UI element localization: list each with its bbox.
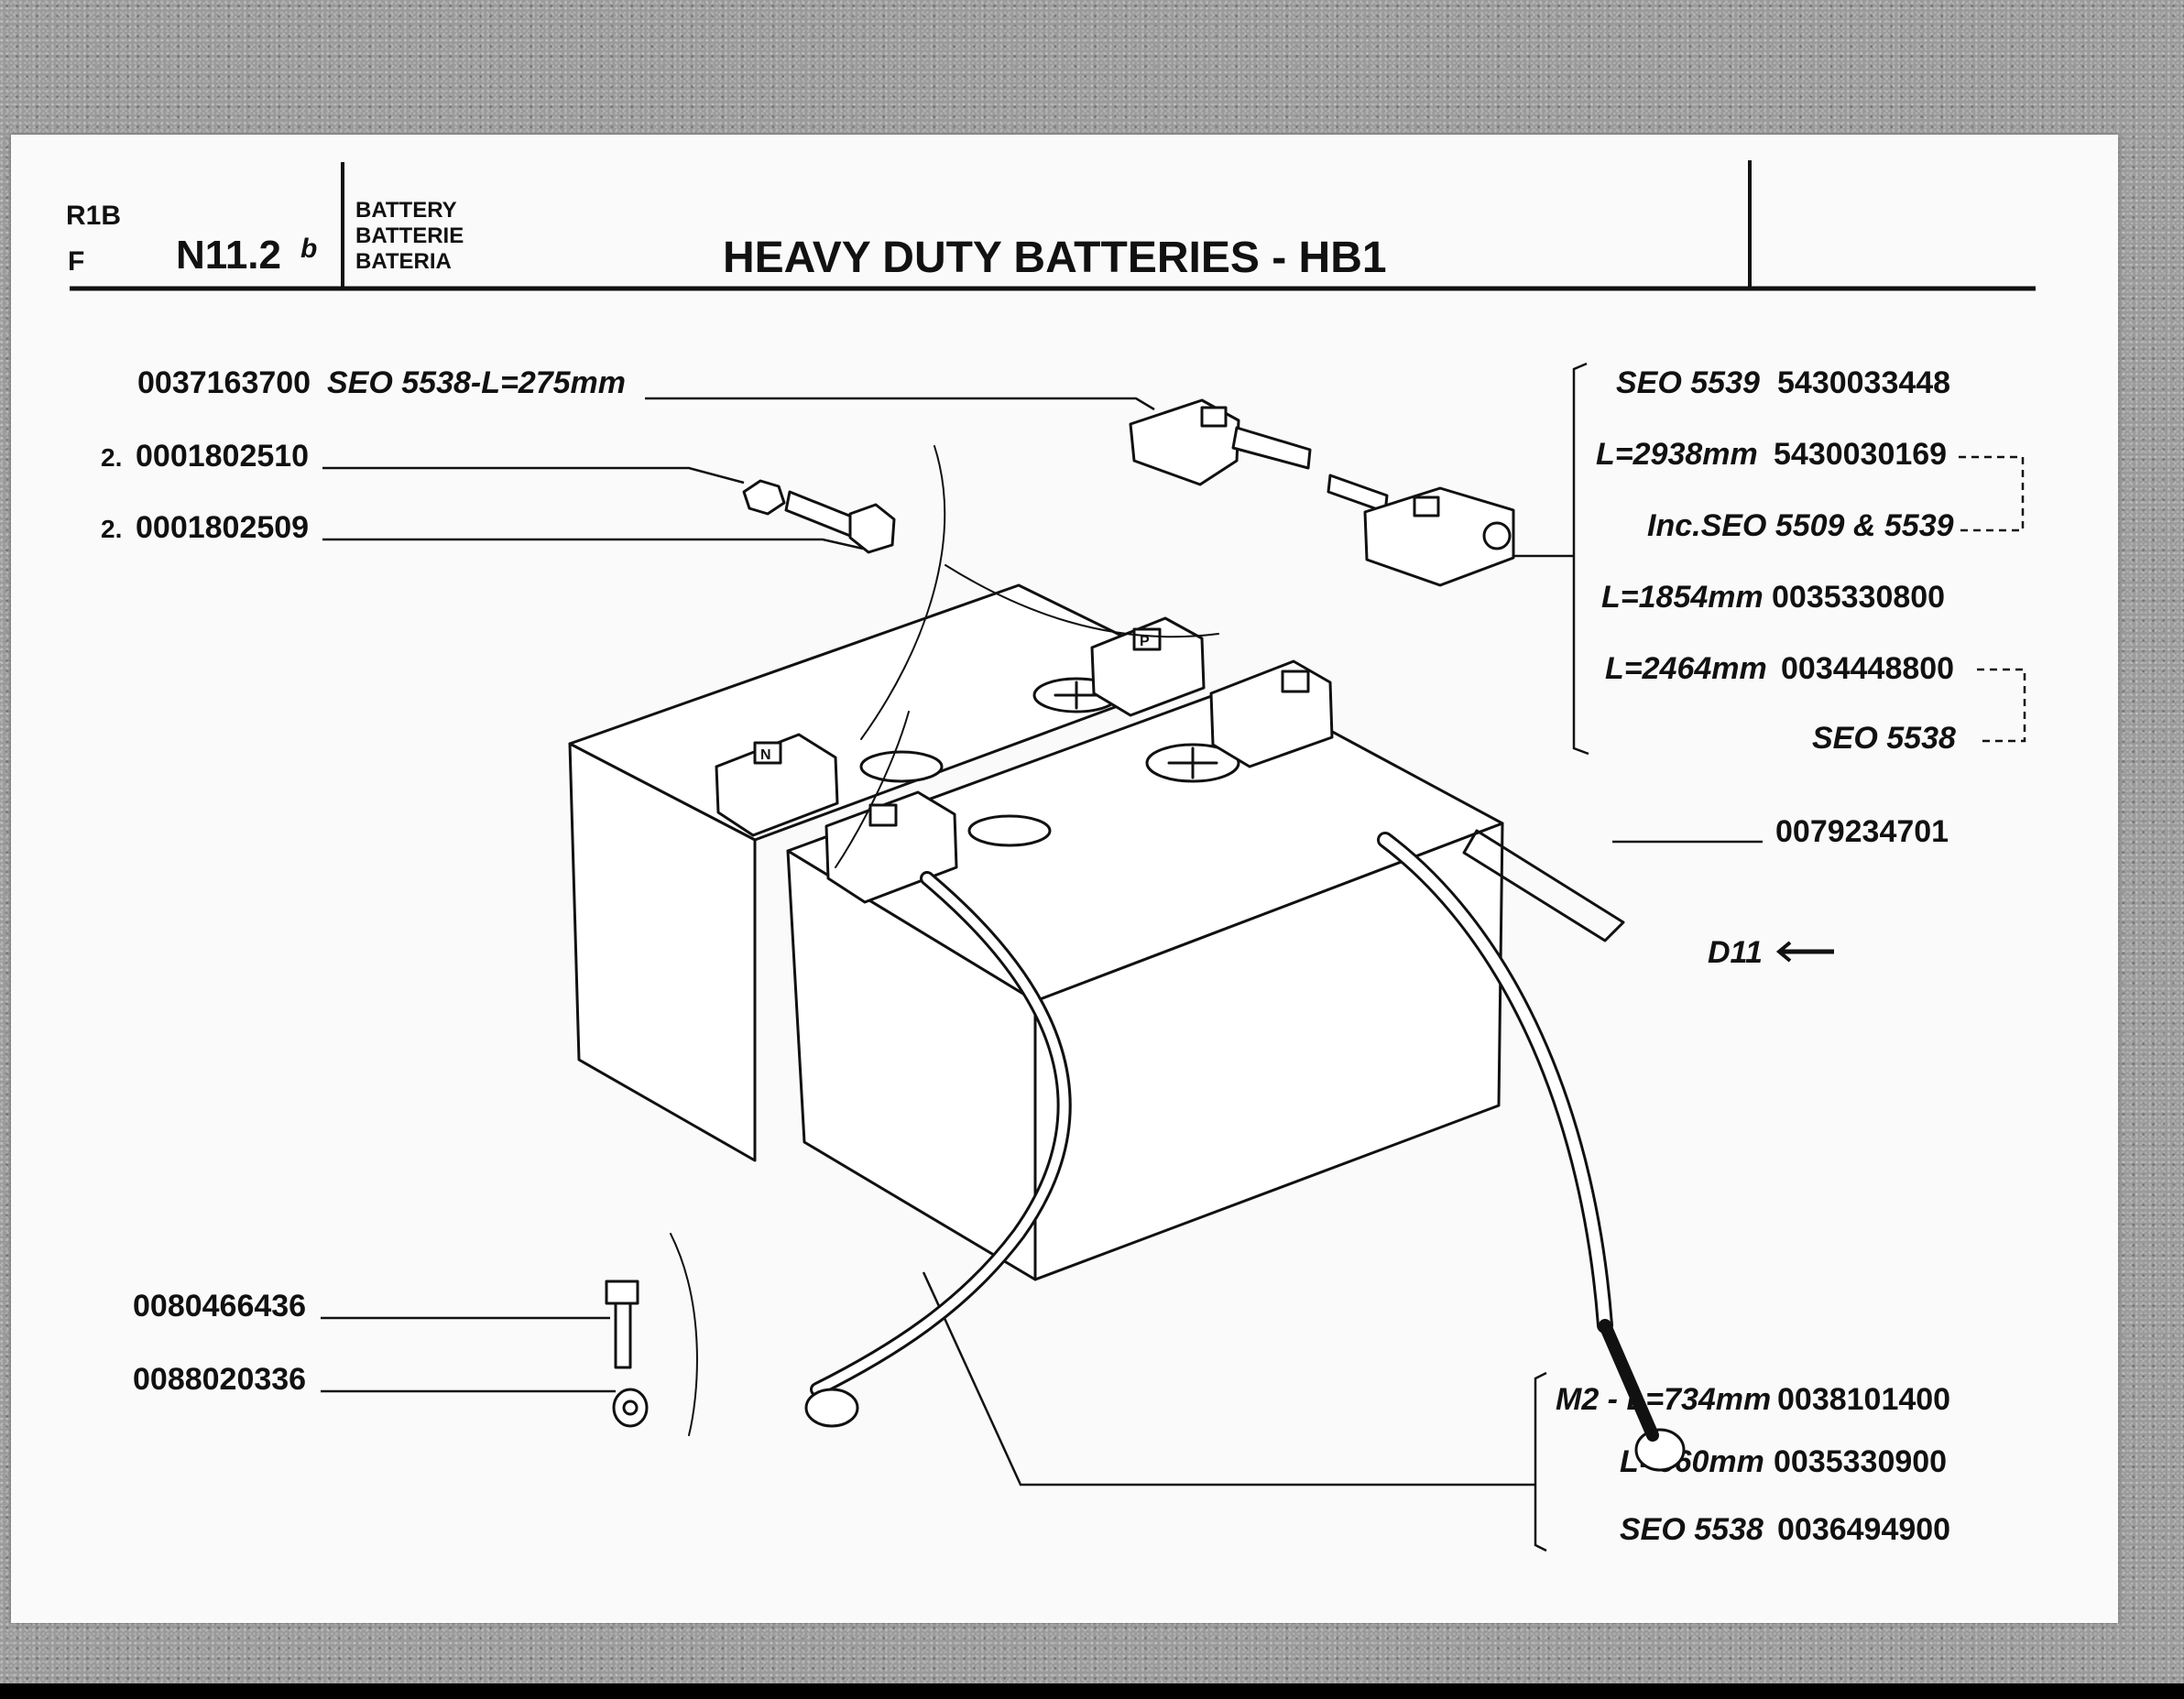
label-seo5538-note: SEO 5538 [1812, 721, 1956, 756]
bolt-head-icon [848, 503, 896, 554]
label-5430030169-part: 5430030169 [1774, 437, 1947, 472]
battery-front-right-side [1033, 822, 1504, 1281]
label-l1854-note: L=1854mm [1601, 580, 1764, 615]
label-0038101400-part: 0038101400 [1777, 1382, 1950, 1417]
label-0037163700-note: SEO 5538-L=275mm [327, 365, 626, 400]
battery-front-minus-terminal [967, 814, 1052, 847]
battery-rear-minus-terminal [859, 750, 944, 783]
loose-terminal-negative [1129, 398, 1312, 486]
label-5430033448-part: 5430033448 [1777, 365, 1950, 400]
page-code: N11.2 [176, 233, 281, 278]
label-seo5538-bottom-note: SEO 5538 [1620, 1512, 1764, 1547]
battery-rear-side [568, 742, 757, 1162]
bracket-bottom-leader [922, 1271, 1535, 1487]
page-title: HEAVY DUTY BATTERIES - HB1 [723, 234, 1387, 282]
terminal-clamp-rear-neg: N [715, 733, 839, 837]
bolt-thread [784, 490, 856, 538]
ref-arrow-label: D11 [1708, 935, 1763, 970]
left-callouts: 0037163700 SEO 5538-L=275mm 2. 000180251… [101, 365, 1155, 1397]
parts-diagram: R1B F N11.2 b BATTERY BATTERIE BATERIA H… [66, 160, 2036, 1552]
label-0036494900-part: 0036494900 [1777, 1512, 1950, 1547]
bottom-callouts: M2 - L=734mm 0038101400 L=660mm 00353309… [922, 1271, 1950, 1552]
ring-terminal-small [804, 1388, 859, 1428]
cable-sleeve-0079234701 [1462, 829, 1625, 942]
label-inc-seo-note: Inc.SEO 5509 & 5539 [1647, 508, 1954, 543]
section-name-es: BATERIA [355, 249, 452, 274]
bracket-top [1572, 362, 1589, 756]
ref-top: R1B [66, 201, 121, 231]
label-l2464-note: L=2464mm [1605, 651, 1767, 686]
label-seo5539-note: SEO 5539 [1616, 365, 1760, 400]
bolt-bottom [605, 1280, 649, 1428]
label-0037163700-part: 0037163700 [137, 365, 311, 400]
label-0088020336-part: 0088020336 [133, 1362, 306, 1397]
label-0080466436-part: 0080466436 [133, 1289, 306, 1323]
loose-terminal-positive [1327, 474, 1515, 587]
section-name-en: BATTERY [355, 198, 457, 223]
label-0001802510-part: 0001802510 [136, 439, 309, 474]
pos-mark: P [1140, 634, 1150, 649]
label-0079234701-part: 0079234701 [1775, 814, 1949, 849]
ref-bottom: F [68, 246, 84, 277]
label-0035330800-part: 0035330800 [1772, 580, 1945, 615]
right-callouts: SEO 5539 5430033448 L=2938mm 5430030169 … [1501, 362, 2026, 970]
terminal-clamp-rear-pos: P [1090, 616, 1206, 717]
label-0001802509-qty: 2. [101, 515, 122, 543]
page-suffix: b [300, 234, 317, 264]
ref-arrow-icon [1775, 941, 1834, 963]
bottom-border [0, 1683, 2184, 1699]
dash-bracket-1 [1959, 455, 2025, 532]
label-0034448800-part: 0034448800 [1781, 651, 1954, 686]
leader-0037163700 [645, 397, 1155, 411]
leader-0001802509 [322, 538, 864, 550]
label-0001802510-qty: 2. [101, 443, 122, 472]
nut-icon [742, 479, 786, 516]
label-0035330900-part: 0035330900 [1774, 1444, 1947, 1479]
label-0001802509-part: 0001802509 [136, 510, 309, 545]
bracket-bottom [1534, 1371, 1547, 1552]
cables [670, 445, 1686, 1472]
bolt-head-icon [605, 1280, 639, 1305]
bolt-top [742, 479, 896, 554]
ring-terminal [1634, 1428, 1686, 1472]
label-m2-l734-note: M2 - L=734mm [1556, 1382, 1771, 1417]
dash-bracket-2 [1977, 668, 2026, 743]
section-name-fr: BATTERIE [355, 223, 464, 248]
header: R1B F N11.2 b BATTERY BATTERIE BATERIA H… [66, 160, 2036, 291]
terminal-clamp-front-pos [1209, 659, 1334, 768]
leader-0001802510 [322, 466, 745, 485]
catalog-sheet: R1B F N11.2 b BATTERY BATTERIE BATERIA H… [11, 135, 2118, 1623]
label-l2938-note: L=2938mm [1596, 437, 1758, 472]
neg-mark: N [760, 747, 771, 763]
